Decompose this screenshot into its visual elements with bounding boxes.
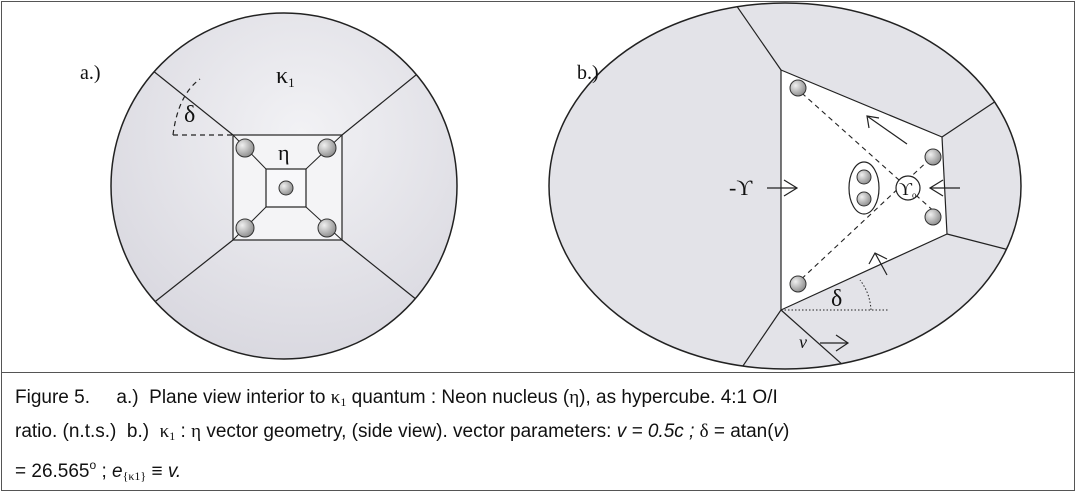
nucleon-ball	[789, 79, 807, 97]
inner-cube-face	[265, 168, 307, 208]
nucleon-ball	[856, 169, 872, 185]
nucleon-ball	[235, 138, 255, 158]
caption-line-1: Figure 5. a.) Plane view interior to κ1 …	[15, 387, 778, 409]
nucleon-ball	[235, 218, 255, 238]
eta-label: η	[278, 140, 290, 165]
nucleon-ball	[924, 148, 942, 166]
nucleon-ball	[317, 218, 337, 238]
panel-b-diagram: b.) -ϒ ϒo δ v	[548, 2, 1022, 370]
nucleon-ball	[924, 208, 942, 226]
kappa-label-a: κ1	[276, 63, 295, 90]
upsilon-center-label: ϒo	[899, 179, 917, 200]
panel-a-label: a.)	[80, 62, 101, 84]
nucleon-ball	[789, 275, 807, 293]
nucleon-ball	[856, 191, 872, 207]
nucleon-ball	[278, 180, 294, 196]
diagonal-sw	[141, 239, 234, 313]
caption-line-2: ratio. (n.t.s.) b.) κ1 : η vector geomet…	[15, 421, 790, 443]
upsilon-left-label: -ϒ	[729, 175, 753, 200]
diagram-panel: a.) κ1 δ η	[2, 2, 1074, 372]
caption: Figure 5. a.) Plane view interior to κ1 …	[1, 372, 1075, 492]
diagram-svg: a.) κ1 δ η	[80, 2, 1022, 370]
panel-b-label: b.)	[577, 62, 599, 84]
panel-a-diagram: a.) κ1 δ η	[80, 12, 458, 360]
caption-line-3: = 26.565o ; e{κ1} ≡ v.	[15, 458, 182, 483]
delta-label-a: δ	[184, 102, 195, 128]
delta-angle-arc-a	[172, 78, 201, 136]
figure-label: Figure 5.	[15, 387, 90, 408]
v-label: v	[799, 332, 807, 352]
nucleon-pair-ellipse	[848, 161, 880, 215]
nucleon-ball	[317, 138, 337, 158]
delta-label-b: δ	[831, 286, 842, 312]
diagonal-nw	[141, 61, 234, 136]
upsilon-center-circle	[895, 175, 921, 201]
